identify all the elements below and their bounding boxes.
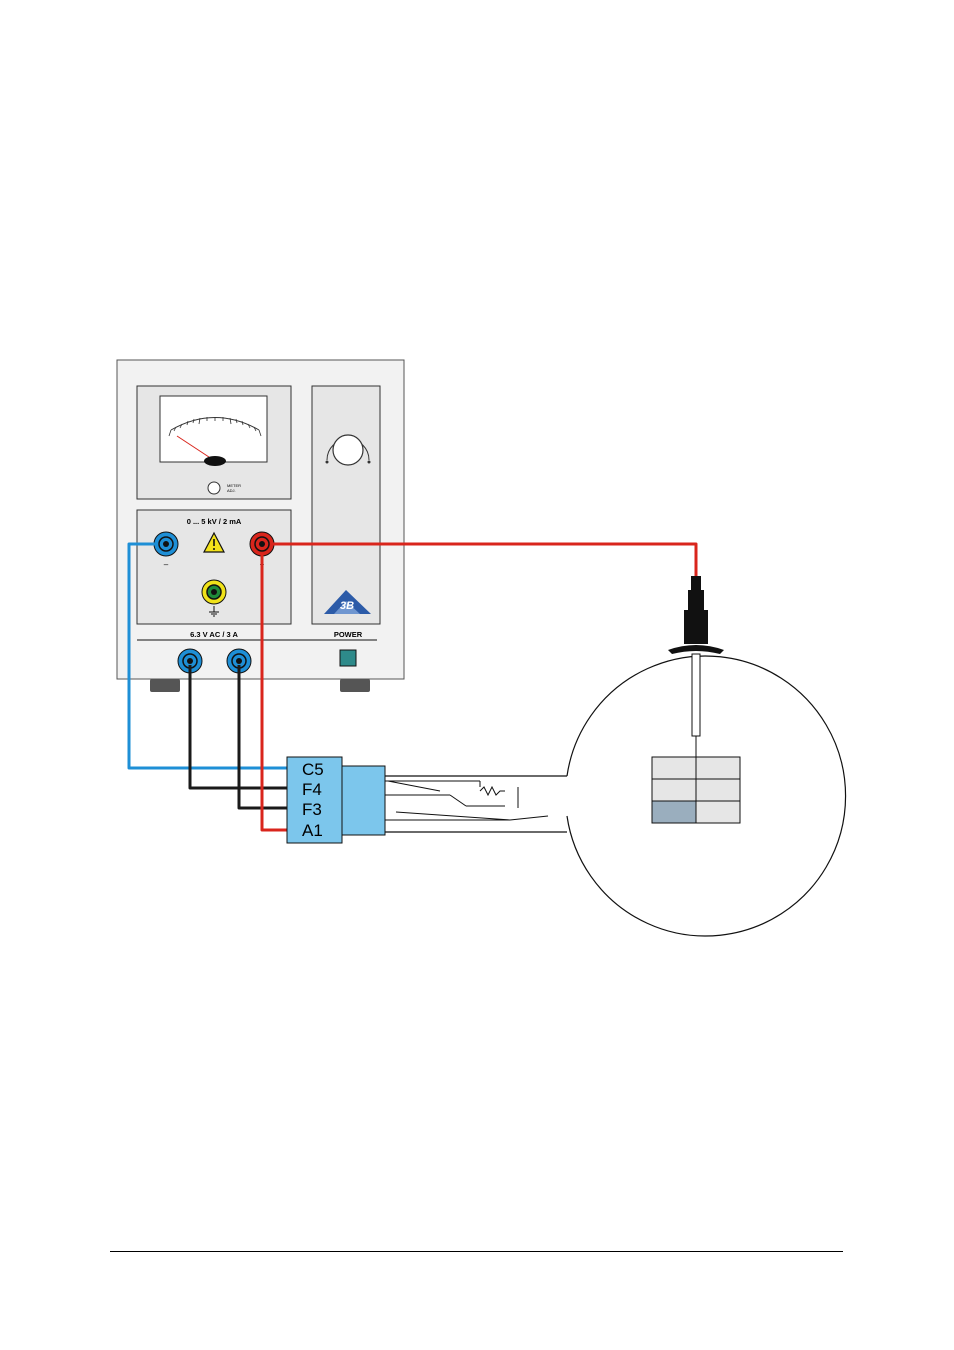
minus-label: – (164, 560, 169, 569)
brand-logo-text: 3B (340, 600, 354, 612)
meter-adj-label-2: ADJ. (227, 488, 236, 493)
meter-adj-knob[interactable] (208, 482, 220, 494)
voltage-knob[interactable] (333, 435, 363, 465)
target-cell-3 (652, 779, 696, 801)
footer-rule (110, 1251, 843, 1252)
ground-socket[interactable] (202, 580, 226, 604)
tube-connector: C5 F4 F3 A1 (287, 757, 385, 843)
electrode-system (358, 776, 548, 820)
target-cell-1 (652, 757, 696, 779)
target-cell-5 (652, 801, 696, 823)
connector-pin-f3: F3 (302, 800, 322, 819)
target-cell-4 (696, 779, 740, 801)
knob-scale-max-dot (368, 461, 371, 464)
knob-scale-min-dot (326, 461, 329, 464)
power-label: POWER (334, 630, 363, 639)
target-cell-2 (696, 757, 740, 779)
left-foot (150, 679, 180, 692)
connector-pin-a1: A1 (302, 821, 323, 840)
power-button[interactable] (340, 650, 356, 666)
tube (358, 576, 846, 936)
target-grid (652, 757, 740, 823)
output-rating: 0 ... 5 kV / 2 mA (187, 517, 242, 526)
target-cell-6 (696, 801, 740, 823)
connector-sleeve (340, 766, 385, 835)
heater-rating: 6.3 V AC / 3 A (190, 630, 238, 639)
meter-pivot (204, 456, 226, 466)
meter-face (160, 396, 267, 462)
connector-pin-f4: F4 (302, 780, 322, 799)
right-foot (340, 679, 370, 692)
connector-pin-c5: C5 (302, 760, 324, 779)
knob-panel (312, 386, 380, 624)
